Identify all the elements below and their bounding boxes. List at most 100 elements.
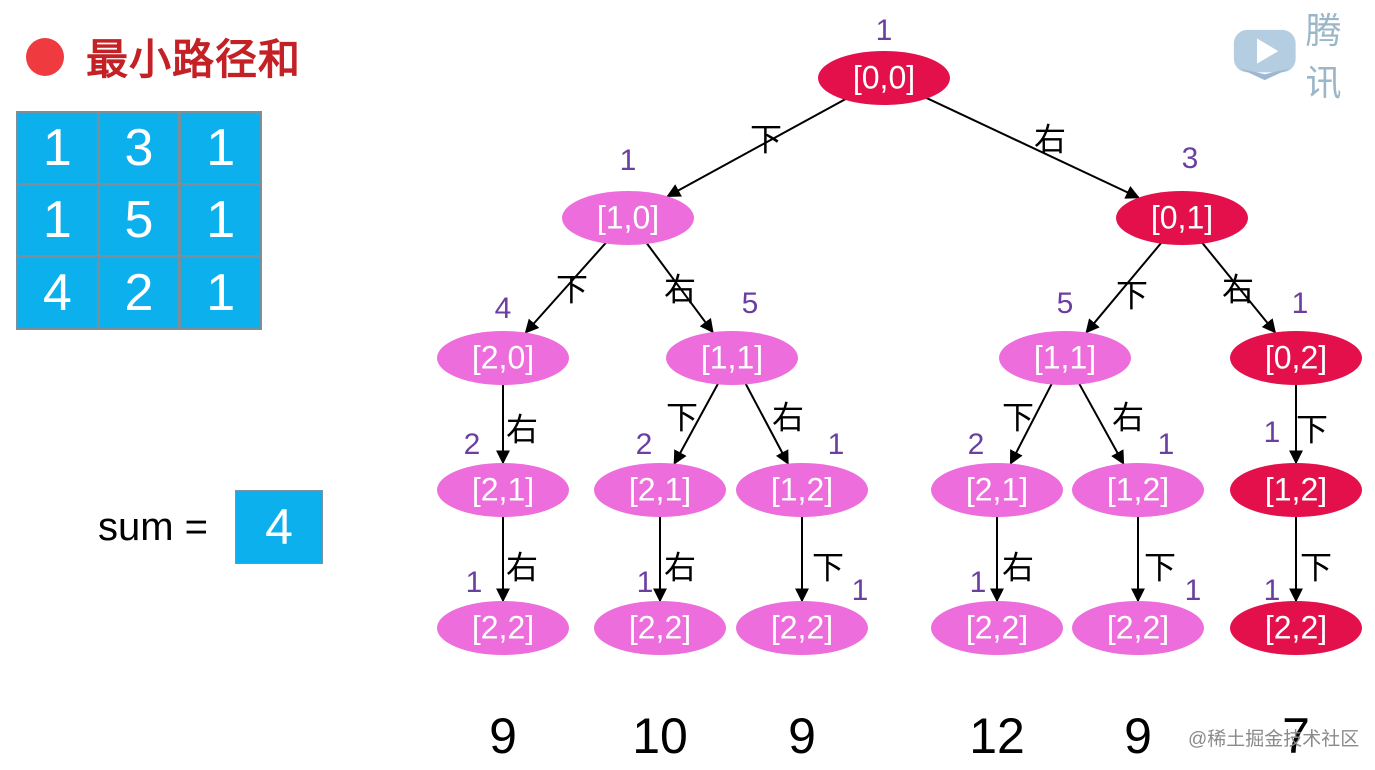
- grid-cell: 3: [99, 113, 179, 183]
- tree-node: [0,1]: [1116, 191, 1248, 245]
- tree-edge: [673, 381, 720, 465]
- path-total: 9: [788, 708, 816, 764]
- bullet-icon: [26, 37, 64, 76]
- edge-label: 右: [506, 549, 538, 587]
- node-label: [1,0]: [597, 199, 659, 235]
- node-label: [2,2]: [472, 609, 534, 645]
- grid-cell: 2: [99, 258, 179, 328]
- edge-label: 右: [1002, 549, 1034, 587]
- grid-cell: 5: [99, 185, 179, 256]
- node-weight: 2: [636, 428, 653, 461]
- node-label: [2,1]: [966, 471, 1028, 507]
- path-total: 7: [1282, 708, 1310, 764]
- node-weight: 1: [970, 566, 987, 599]
- sum-value: 4: [235, 490, 323, 564]
- node-ellipse: [1072, 601, 1204, 655]
- tree-edge: [922, 95, 1140, 199]
- grid-cell: 1: [181, 113, 260, 183]
- node-label: [0,0]: [853, 59, 915, 95]
- tree-edge: [1085, 240, 1164, 334]
- edge-label: 下: [750, 121, 782, 159]
- tree-node: [2,2]: [594, 601, 726, 655]
- tree-edge: [644, 240, 714, 334]
- node-weight: 1: [828, 428, 845, 461]
- node-weight: 1: [1264, 574, 1281, 607]
- tree-node: [1,2]: [1072, 463, 1204, 517]
- node-weight: 1: [1158, 428, 1175, 461]
- path-total: 9: [489, 708, 517, 764]
- tree-node: [0,2]: [1230, 331, 1362, 385]
- edge-label: 下: [1300, 549, 1332, 587]
- grid-cell: 1: [18, 185, 97, 256]
- node-label: [2,2]: [1107, 609, 1169, 645]
- edge-label: 右: [506, 411, 538, 449]
- node-label: [1,2]: [771, 471, 833, 507]
- node-weight: 1: [1292, 287, 1309, 320]
- edge-label: 下: [1002, 399, 1034, 437]
- node-weight: 1: [1264, 416, 1281, 449]
- edge-label: 右: [664, 271, 696, 309]
- node-label: [1,2]: [1107, 471, 1169, 507]
- node-weight: 1: [1185, 574, 1202, 607]
- watermark: @稀土掘金技术社区: [1188, 729, 1360, 750]
- node-ellipse: [562, 191, 694, 245]
- tree-node: [2,2]: [736, 601, 868, 655]
- tree-node: [2,0]: [437, 331, 569, 385]
- tree-node: [1,2]: [736, 463, 868, 517]
- edge-label: 右: [1222, 271, 1254, 309]
- node-ellipse: [437, 463, 569, 517]
- tree-node: [2,2]: [931, 601, 1063, 655]
- sum-label: sum =: [98, 505, 209, 549]
- tree-node: [2,2]: [1072, 601, 1204, 655]
- node-ellipse: [818, 51, 950, 105]
- node-ellipse: [736, 463, 868, 517]
- node-label: [1,1]: [701, 339, 763, 375]
- grid-matrix: 1 3 1 1 5 1 4 2 1: [16, 111, 262, 330]
- node-ellipse: [594, 601, 726, 655]
- tree-edge: [1199, 240, 1277, 334]
- node-ellipse: [1072, 463, 1204, 517]
- node-label: [2,2]: [966, 609, 1028, 645]
- node-weight: 1: [852, 574, 869, 607]
- tree-node: [2,1]: [437, 463, 569, 517]
- edge-label: 右: [664, 549, 696, 587]
- node-label: [1,1]: [1034, 339, 1096, 375]
- edge-label: 下: [666, 399, 698, 437]
- edge-label: 下: [1296, 411, 1328, 449]
- grid-cell: 1: [181, 185, 260, 256]
- node-weight: 1: [466, 566, 483, 599]
- path-total: 9: [1124, 708, 1152, 764]
- grid-cell: 4: [18, 258, 97, 328]
- tree-edge: [666, 96, 849, 198]
- node-ellipse: [999, 331, 1131, 385]
- tree-node: [1,2]: [1230, 463, 1362, 517]
- tree-edge: [1009, 381, 1054, 465]
- tree-node: [2,2]: [1230, 601, 1362, 655]
- tree-edge: [1077, 381, 1125, 465]
- node-label: [0,2]: [1265, 339, 1327, 375]
- node-ellipse: [1230, 331, 1362, 385]
- node-ellipse: [437, 601, 569, 655]
- node-weight: 4: [495, 292, 512, 325]
- grid-cell: 1: [181, 258, 260, 328]
- node-label: [2,0]: [472, 339, 534, 375]
- node-ellipse: [437, 331, 569, 385]
- node-ellipse: [931, 601, 1063, 655]
- node-weight: 5: [742, 287, 759, 320]
- play-logo-icon: [1233, 29, 1296, 81]
- node-weight: 1: [620, 144, 637, 177]
- node-weight: 3: [1182, 142, 1199, 175]
- grid-cell: 1: [18, 113, 97, 183]
- node-ellipse: [594, 463, 726, 517]
- logo: 腾讯: [1230, 2, 1375, 106]
- node-weight: 1: [876, 14, 893, 47]
- node-ellipse: [1230, 463, 1362, 517]
- node-ellipse: [666, 331, 798, 385]
- node-weight: 5: [1057, 287, 1074, 320]
- tree-node: [1,0]: [562, 191, 694, 245]
- node-weight: 2: [968, 428, 985, 461]
- title-text: 最小路径和: [86, 35, 302, 84]
- node-ellipse: [1116, 191, 1248, 245]
- node-ellipse: [1230, 601, 1362, 655]
